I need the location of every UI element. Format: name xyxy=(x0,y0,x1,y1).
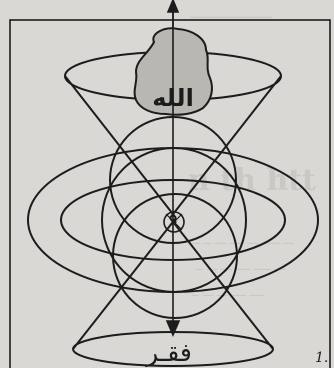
ghost-title: n th htt xyxy=(188,163,316,198)
figure-number: 1. xyxy=(315,350,328,366)
lower-left-cone-edge xyxy=(73,218,176,349)
ghost-text: ــــــــــــــــــــ n th htt ـــ ـــــ … xyxy=(188,6,316,299)
top-label: الله xyxy=(152,84,194,112)
bottom-label: فقـر xyxy=(144,338,192,367)
